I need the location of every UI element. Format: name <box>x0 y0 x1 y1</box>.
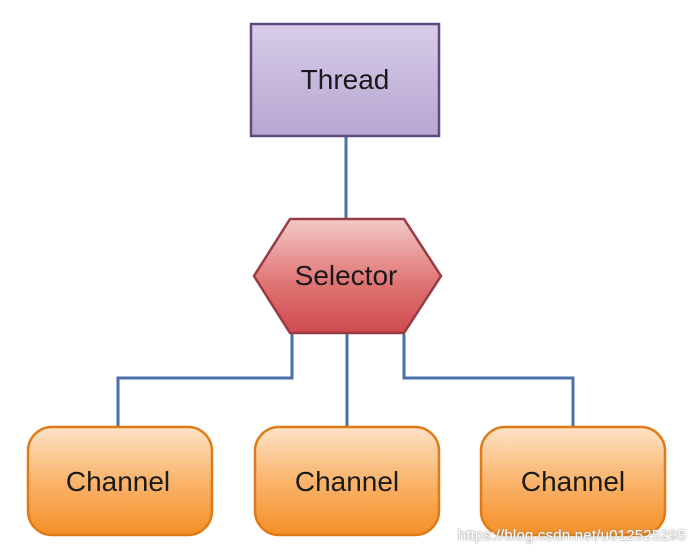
selector-hexagon <box>252 217 443 335</box>
selector-label: Selector <box>295 260 398 291</box>
thread-label: Thread <box>301 64 390 95</box>
channel-label: Channel <box>66 466 170 497</box>
thread-box <box>249 22 441 138</box>
channel-node: Channel <box>26 425 214 537</box>
channel-label: Channel <box>521 466 625 497</box>
channel-box <box>479 425 667 537</box>
channel-box <box>26 425 214 537</box>
connectors <box>116 137 575 426</box>
channel-node: Channel <box>479 425 667 537</box>
connector-selector-channel-3 <box>402 334 575 426</box>
thread-node: Thread <box>249 22 441 138</box>
watermark-url: https://blog.csdn.net/u012525295 <box>457 527 686 544</box>
channel-label: Channel <box>295 466 399 497</box>
channel-box <box>253 425 441 537</box>
channel-node: Channel <box>253 425 441 537</box>
connector-selector-channel-1 <box>116 334 294 426</box>
selector-node: Selector <box>252 217 443 335</box>
